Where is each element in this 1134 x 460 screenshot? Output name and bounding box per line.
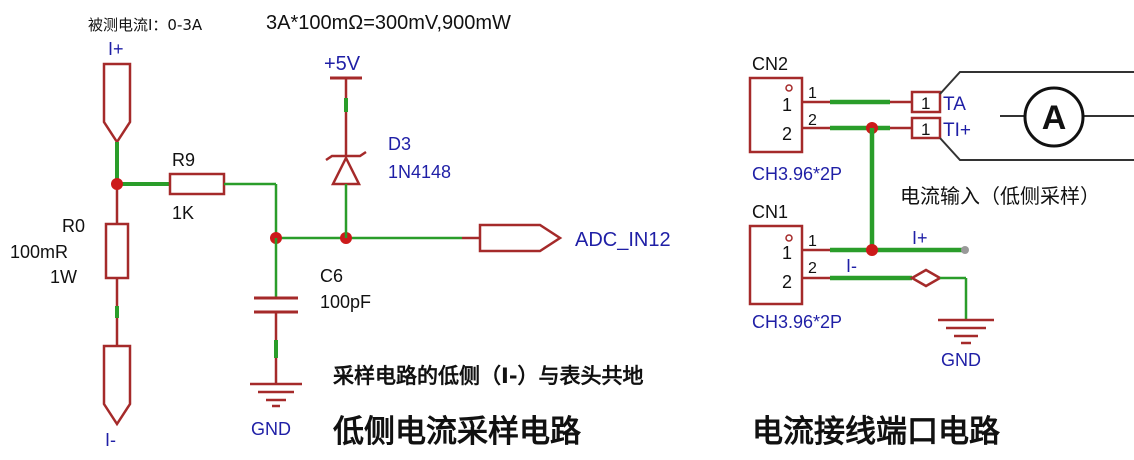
net-iplus-label: I+	[912, 228, 928, 248]
gnd-label-left: GND	[251, 419, 291, 439]
common-ground-note: 采样电路的低侧（I-）与表头共地	[333, 364, 644, 388]
connector-cn1: CN1 1 2 1 2 CH3.96*2P	[748, 202, 842, 332]
gnd-symbol-right: GND	[938, 318, 994, 370]
cn2-pin2-inner: 2	[782, 124, 792, 144]
diode-d3: D3 1N4148	[325, 134, 451, 186]
port-adc: ADC_IN12	[478, 223, 671, 253]
ammeter-letter: A	[1042, 99, 1067, 137]
meter-label-ti: TI+	[943, 120, 971, 141]
junction-dot-cn1	[866, 244, 878, 256]
current-input-label: 电流输入（低侧采样）	[900, 185, 1100, 208]
right-circuit-title: 电流接线端口电路	[752, 414, 1001, 450]
c6-value: 100pF	[320, 292, 371, 312]
gnd-symbol-left: GND	[250, 382, 302, 439]
meter-label-ta: TA	[943, 94, 966, 115]
resistor-r9: R9 1K	[168, 150, 226, 223]
port-i-minus-label: I-	[105, 430, 116, 450]
cn2-ref: CN2	[752, 54, 788, 74]
gnd-label-right: GND	[941, 350, 981, 370]
left-circuit-title: 低侧电流采样电路	[332, 414, 582, 450]
cn1-pin2-inner: 2	[782, 272, 792, 292]
meter-pins: 1 1 TA TI+	[910, 90, 971, 141]
meter-pin-ti-num: 1	[921, 120, 930, 139]
cn2-pin1-outer: 1	[808, 85, 817, 102]
cn1-pin2-outer: 2	[808, 260, 817, 277]
adc-net-label: ADC_IN12	[575, 229, 671, 251]
range-note: 被测电流I：0-3A	[88, 16, 203, 34]
net-tie-symbol	[909, 268, 943, 288]
cn2-pin2-outer: 2	[808, 112, 817, 129]
vcc-label: +5V	[324, 53, 361, 75]
vcc-symbol: +5V	[324, 53, 362, 80]
r9-value: 1K	[172, 203, 194, 223]
port-i-minus: I-	[102, 344, 132, 450]
port-i-plus-label: I+	[108, 39, 124, 59]
resistor-r0: R0 100mR 1W	[10, 216, 130, 287]
cn1-pin1-inner: 1	[782, 243, 792, 263]
r0-ref: R0	[62, 216, 85, 236]
cn1-ref: CN1	[752, 202, 788, 222]
cn1-pin1-outer: 1	[808, 233, 817, 250]
ammeter-symbol: A	[939, 71, 1134, 161]
net-end-dot	[961, 246, 969, 254]
cn1-type: CH3.96*2P	[752, 312, 842, 332]
d3-value: 1N4148	[388, 162, 451, 182]
cn2-type: CH3.96*2P	[752, 164, 842, 184]
net-iminus-label: I-	[846, 256, 857, 276]
junction-dot-r0	[111, 178, 123, 190]
meter-pin-ta-num: 1	[921, 94, 930, 113]
c6-ref: C6	[320, 266, 343, 286]
r0-value: 100mR	[10, 242, 68, 262]
r0-power: 1W	[50, 267, 77, 287]
connector-cn2: CN2 1 2 1 2 CH3.96*2P	[748, 54, 842, 184]
capacitor-c6: C6 100pF	[254, 266, 371, 314]
port-i-plus: I+	[102, 39, 132, 145]
r9-ref: R9	[172, 150, 195, 170]
power-calc-note: 3A*100mΩ=300mV,900mW	[266, 12, 511, 34]
d3-ref: D3	[388, 134, 411, 154]
cn2-pin1-inner: 1	[782, 95, 792, 115]
